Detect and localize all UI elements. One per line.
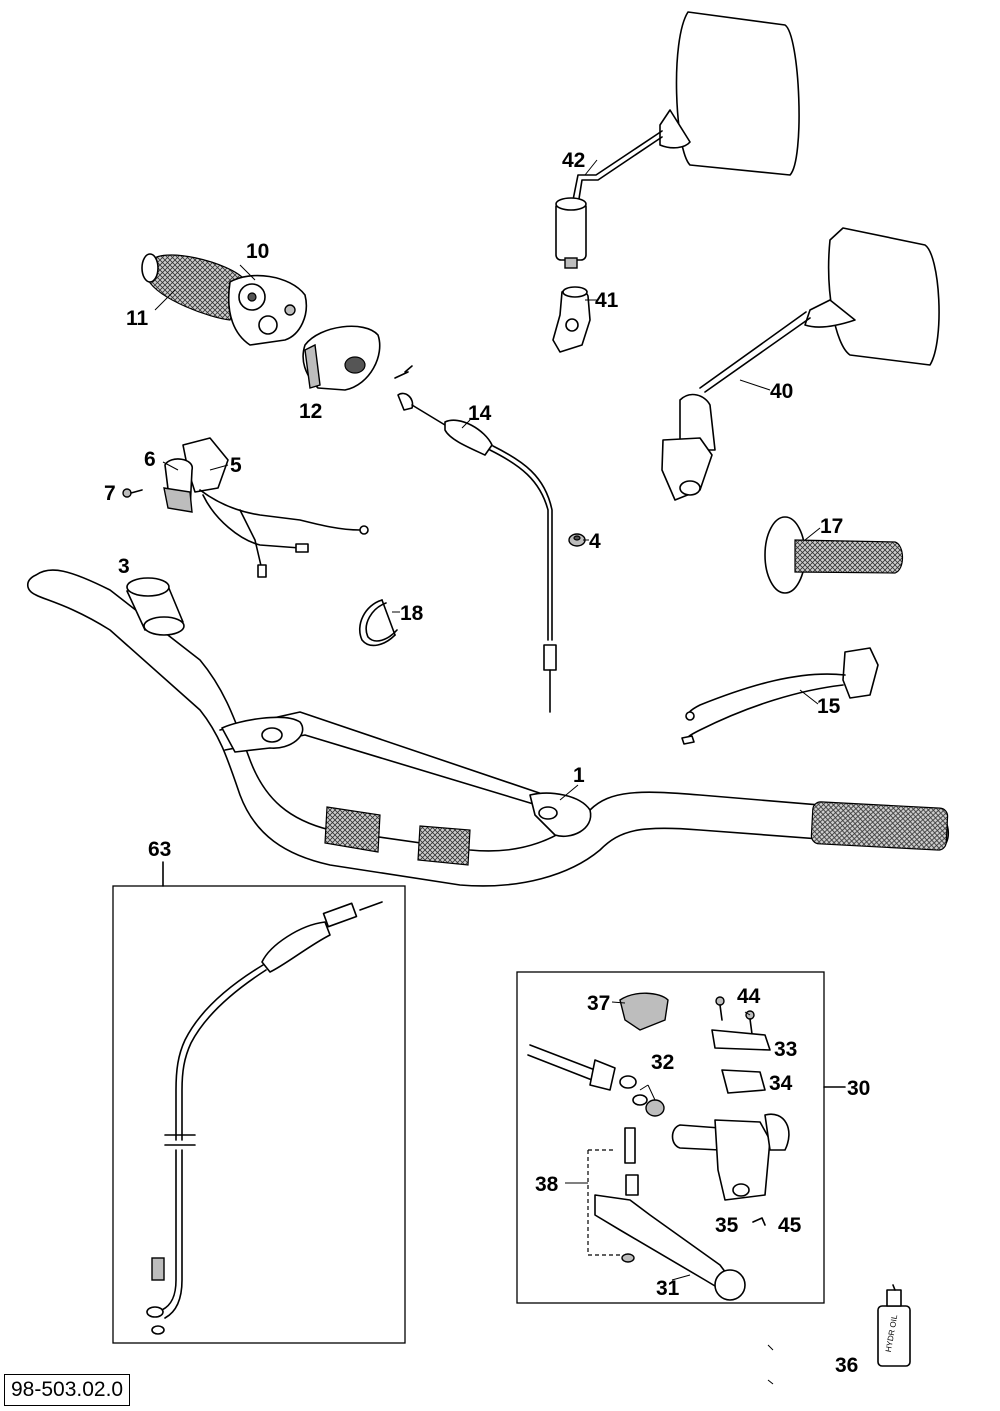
leader-lines	[154, 159, 821, 1385]
label-part-17: 17	[820, 515, 843, 538]
label-part-41: 41	[595, 289, 619, 312]
label-part-6: 6	[144, 448, 156, 471]
label-part-33: 33	[774, 1038, 797, 1061]
label-part-37: 37	[587, 992, 610, 1015]
label-part-45: 45	[778, 1214, 802, 1237]
label-part-18: 18	[400, 602, 424, 625]
diagram-reference-code: 98-503.02.0	[4, 1374, 131, 1406]
label-part-14: 14	[468, 402, 492, 425]
label-part-32: 32	[651, 1051, 674, 1074]
label-part-42: 42	[562, 149, 585, 172]
label-part-30: 30	[847, 1077, 870, 1100]
label-part-1: 1	[573, 764, 585, 787]
label-part-31: 31	[656, 1277, 680, 1300]
label-part-35: 35	[715, 1214, 739, 1237]
kill-switch-part-5-6-7	[122, 437, 369, 578]
bushing-part-3	[126, 577, 185, 636]
label-part-11: 11	[126, 307, 149, 330]
mount-part-41	[552, 286, 591, 353]
nut-part-4	[568, 533, 586, 547]
throttle-cable-part-14	[394, 365, 557, 713]
label-part-36: 36	[835, 1354, 858, 1377]
label-part-40: 40	[770, 380, 793, 403]
label-part-44: 44	[737, 985, 761, 1008]
throttle-grip-part-10-11	[141, 253, 307, 346]
label-part-15: 15	[817, 695, 841, 718]
oil-bottle-part-36	[877, 1284, 911, 1367]
cable-tie-part-18	[358, 599, 398, 647]
label-part-5: 5	[230, 454, 242, 477]
label-part-4: 4	[589, 530, 601, 553]
mirror-part-42	[555, 11, 800, 269]
label-part-34: 34	[769, 1072, 793, 1095]
clutch-cable-kit-part-63	[112, 861, 406, 1344]
label-part-7: 7	[104, 482, 116, 505]
label-part-12: 12	[299, 400, 322, 423]
grip-part-17	[764, 516, 904, 594]
label-part-63: 63	[148, 838, 171, 861]
label-part-3: 3	[118, 555, 130, 578]
mirror-part-40	[661, 227, 940, 501]
label-part-10: 10	[246, 240, 269, 263]
switch-part-15	[681, 647, 879, 745]
handlebar-part-1	[26, 569, 950, 887]
throttle-cover-part-12	[302, 325, 381, 391]
master-cylinder-kit-part-30	[516, 971, 846, 1304]
label-part-38: 38	[535, 1173, 559, 1196]
